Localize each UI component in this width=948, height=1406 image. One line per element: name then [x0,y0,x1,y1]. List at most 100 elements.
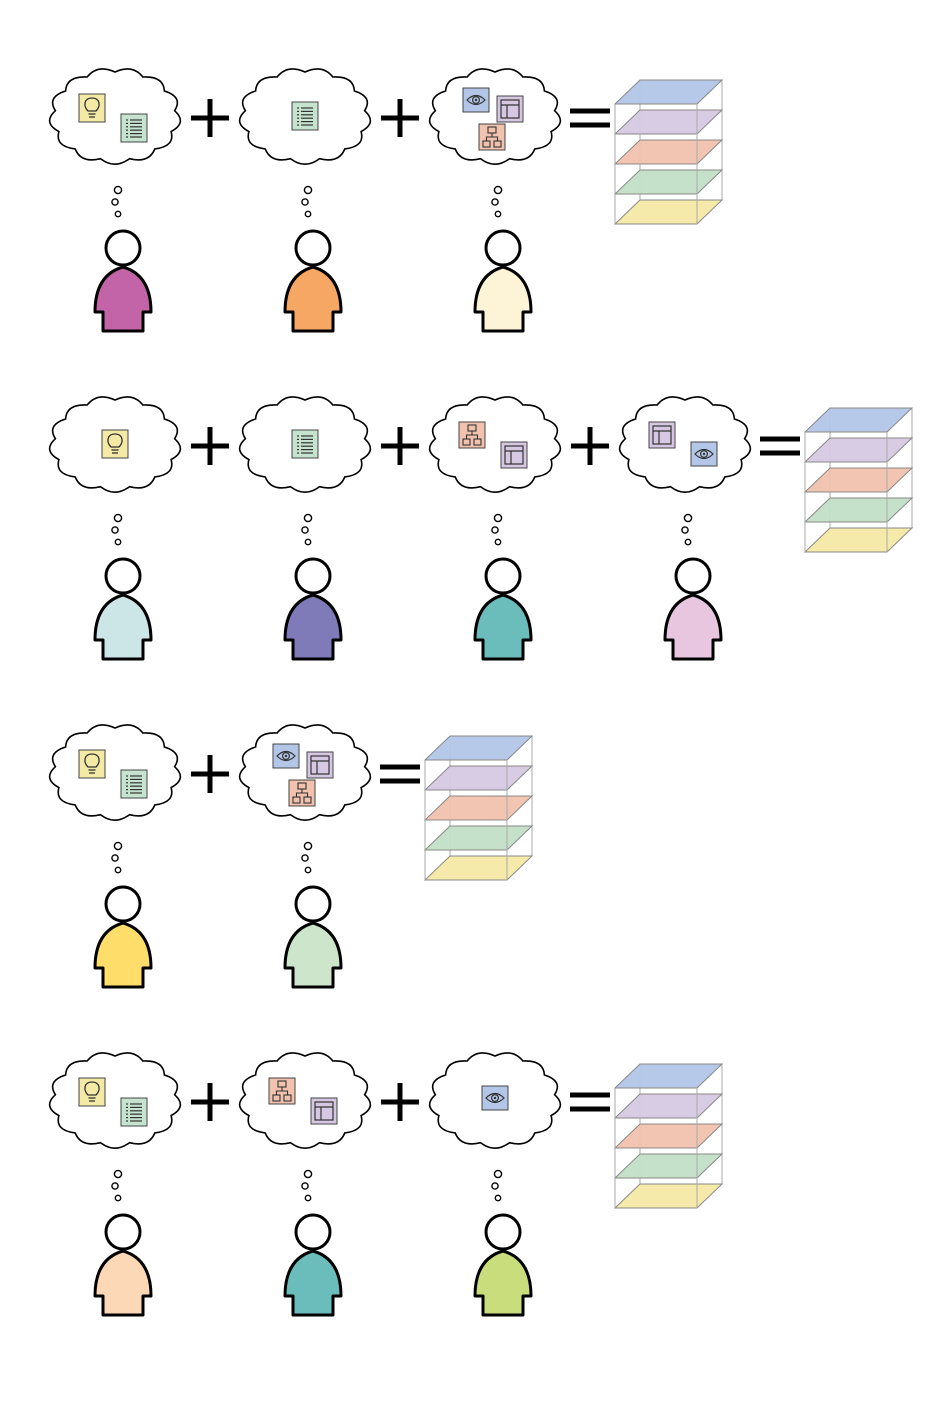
person [93,557,153,661]
person-head [484,229,522,267]
list-icon [120,769,148,799]
eye-icon [462,87,490,113]
stack-layer-4 [803,497,914,523]
stack-layer-5 [613,199,724,225]
person-body [93,921,153,989]
thought-bubble [304,538,312,546]
thought-bubble [113,1169,123,1179]
window-icon [310,1097,338,1125]
person-body [283,1249,343,1317]
person-head [294,885,332,923]
stack-layer-3 [613,1123,724,1149]
window-icon [496,95,524,123]
person-body [283,921,343,989]
plus-sign [191,427,229,465]
hierarchy-icon [268,1077,296,1105]
contributor-2-4 [618,396,752,661]
thought-bubble [303,513,313,523]
thought-bubble [303,1169,313,1179]
eye-icon [481,1085,509,1111]
contributor-2-3 [428,396,562,661]
window-icon [306,751,334,779]
person [93,229,153,333]
thought-bubble [494,1194,502,1202]
equals-sign [570,108,610,128]
stack-layer-3 [803,467,914,493]
thought-bubble [301,526,309,534]
thought-bubble [111,526,119,534]
person-head [104,1213,142,1251]
plus-sign [381,99,419,137]
stack-layer-2 [613,1093,724,1119]
person [473,1213,533,1317]
stack-layer-1 [803,407,914,433]
stack-layer-2 [803,437,914,463]
thought-bubble [683,513,693,523]
person-body [473,593,533,661]
stack-layer-3 [423,795,534,821]
thought-bubble [301,854,309,862]
person-head [294,1213,332,1251]
plus-sign [381,1083,419,1121]
person-body [663,593,723,661]
window-icon [648,421,676,449]
hierarchy-icon [458,421,486,449]
person-body [93,1249,153,1317]
stack-layer-5 [613,1183,724,1209]
person [663,557,723,661]
contributor-3-1 [48,724,182,989]
person-body [283,593,343,661]
stack-layer-2 [613,109,724,135]
person [283,885,343,989]
person [283,229,343,333]
thought-bubble [114,1194,122,1202]
plus-sign [381,427,419,465]
stack-layer-4 [613,169,724,195]
person [93,1213,153,1317]
layer-stack [803,407,914,553]
plus-sign [191,1083,229,1121]
contributor-2-1 [48,396,182,661]
lightbulb-icon [78,93,106,123]
thought-bubble [491,526,499,534]
list-icon [291,429,319,459]
thought-cloud [428,396,562,493]
thought-cloud [618,396,752,493]
thought-bubble [493,1169,503,1179]
thought-bubble [304,210,312,218]
lightbulb-icon [101,429,129,459]
hierarchy-icon [288,779,316,807]
plus-sign [191,99,229,137]
person [283,557,343,661]
person-body [473,1249,533,1317]
stack-layer-1 [613,79,724,105]
thought-bubble [113,185,123,195]
thought-bubble [304,1194,312,1202]
window-icon [500,441,528,469]
list-icon [120,1097,148,1127]
person-body [473,265,533,333]
layer-stack [613,1063,724,1209]
stack-layer-5 [423,855,534,881]
person-head [294,557,332,595]
thought-bubble [301,1182,309,1190]
lightbulb-icon [78,1077,106,1107]
equals-sign [760,436,800,456]
person-body [93,593,153,661]
person-head [484,1213,522,1251]
plus-sign [571,427,609,465]
thought-cloud [428,68,562,165]
person-head [104,229,142,267]
person-head [104,885,142,923]
thought-bubble [493,513,503,523]
person-head [484,557,522,595]
thought-bubble [114,866,122,874]
thought-bubble [114,210,122,218]
thought-bubble [111,198,119,206]
contributor-4-1 [48,1052,182,1317]
thought-bubble [684,538,692,546]
contributor-3-2 [238,724,372,989]
equals-sign [570,1092,610,1112]
layer-stack [613,79,724,225]
